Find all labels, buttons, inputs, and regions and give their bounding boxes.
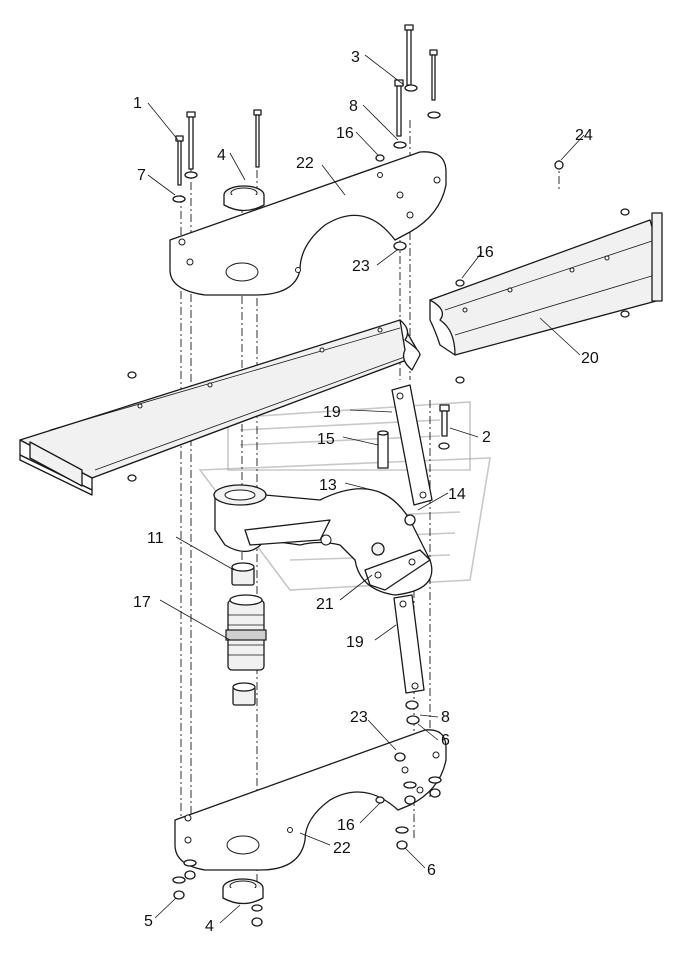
callout-16-top: 16	[336, 125, 354, 142]
callout-16-bottom: 16	[337, 817, 355, 834]
callout-8-top: 8	[349, 98, 358, 115]
callout-21: 21	[316, 596, 334, 613]
bearing-ring-top	[223, 185, 265, 212]
callout-19-bottom: 19	[346, 634, 364, 651]
link-rod-top	[391, 384, 450, 506]
callout-7: 7	[137, 167, 146, 184]
top-mounting-plate	[169, 151, 447, 296]
callout-23-bottom: 23	[350, 709, 368, 726]
callout-6-lower: 6	[427, 862, 436, 879]
callout-13: 13	[319, 477, 337, 494]
link-rod-bottom	[393, 594, 425, 725]
callout-6-upper: 6	[441, 732, 450, 749]
callout-4-bottom: 4	[205, 918, 214, 935]
callout-8-bottom: 8	[441, 709, 450, 726]
kingpin-assembly	[225, 562, 267, 706]
callout-1: 1	[133, 95, 142, 112]
bolt-set-top-left	[172, 109, 262, 203]
callout-15: 15	[317, 431, 335, 448]
callout-23-top: 23	[352, 258, 370, 275]
callout-5: 5	[144, 913, 153, 930]
callout-2: 2	[482, 429, 491, 446]
callout-leaders	[147, 54, 585, 924]
callout-3: 3	[351, 49, 360, 66]
callout-20: 20	[581, 350, 599, 367]
callout-4-top: 4	[217, 147, 226, 164]
right-beam-segment	[429, 212, 663, 356]
callout-22-top: 22	[296, 155, 314, 172]
callout-11: 11	[147, 530, 164, 547]
bottom-fasteners	[172, 776, 442, 927]
callout-14: 14	[448, 486, 466, 503]
callout-labels: 1 7 4 22 3 8 16 23 16 24 20 2 19 15 13 1…	[133, 49, 599, 935]
bottom-mounting-plate	[174, 729, 447, 871]
steering-arm	[213, 484, 433, 596]
callout-19-top: 19	[323, 404, 341, 421]
callout-17: 17	[133, 594, 151, 611]
pin-15	[377, 430, 389, 469]
callout-16-right: 16	[476, 244, 494, 261]
callout-24: 24	[575, 127, 593, 144]
bolt-set-top-right	[127, 24, 630, 482]
callout-22-bottom: 22	[333, 840, 351, 857]
main-beam	[19, 319, 421, 496]
